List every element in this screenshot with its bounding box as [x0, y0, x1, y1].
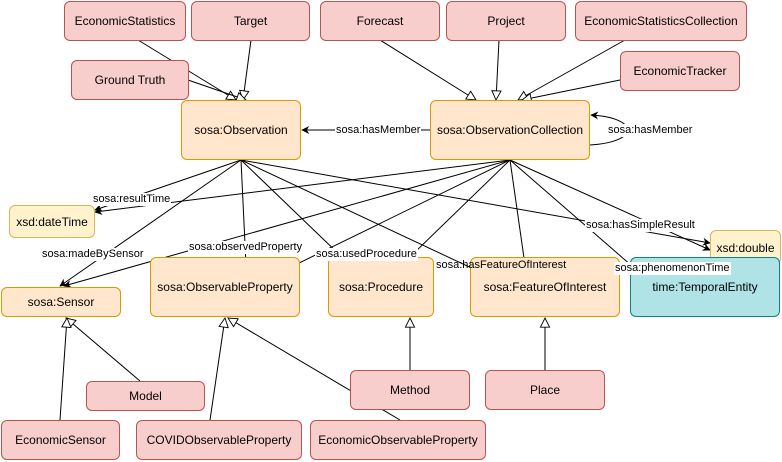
node-project[interactable]: Project [446, 1, 566, 41]
edge-tracker-collection [522, 79, 621, 100]
node-label: sosa:Procedure [338, 280, 424, 294]
label-has-feature-of-interest: sosa:hasFeatureOfInterest [436, 259, 567, 271]
label-has-member: sosa:hasMember [335, 124, 422, 137]
edge-obs-featureofinterest [240, 159, 511, 287]
node-label: EconomicStatisticsCollection [584, 14, 738, 28]
node-label: xsd:dateTime [16, 214, 88, 229]
label-has-member-self: sosa:hasMember [607, 124, 694, 137]
node-economic-observable-property[interactable]: EconomicObservableProperty [310, 420, 486, 460]
edge-obs-madebysensor [59, 159, 242, 287]
edge-project-collection [496, 39, 499, 100]
node-ground-truth[interactable]: Ground Truth [71, 60, 189, 100]
node-sosa-procedure[interactable]: sosa:Procedure [328, 257, 434, 317]
edge-target-observation [243, 39, 252, 100]
label-made-by-sensor: sosa:madeBySensor [41, 248, 145, 261]
node-target[interactable]: Target [191, 1, 310, 41]
node-forecast[interactable]: Forecast [320, 1, 440, 41]
node-label: Target [233, 14, 268, 28]
node-label: Ground Truth [94, 73, 166, 87]
node-economic-statistics-collection[interactable]: EconomicStatisticsCollection [575, 1, 747, 41]
node-label: Method [389, 383, 431, 397]
label-phenomenon-time: sosa:phenomenonTime [614, 262, 731, 275]
edge-covid-observableproperty [209, 318, 225, 421]
edge-economicsensor-sensor [59, 318, 67, 421]
node-label: Project [487, 14, 525, 28]
label-result-time: sosa:resultTime [92, 193, 172, 206]
node-label: time:TemporalEntity [652, 280, 758, 294]
edge-esc-collection [518, 39, 626, 100]
node-label: Model [129, 389, 162, 403]
node-sosa-observable-property[interactable]: sosa:ObservableProperty [150, 257, 300, 317]
node-sosa-feature-of-interest[interactable]: sosa:FeatureOfInterest [470, 257, 620, 317]
label-has-simple-result: sosa:hasSimpleResult [585, 219, 696, 232]
edge-model-sensor [66, 318, 141, 382]
label-observed-property: sosa:observedProperty [188, 241, 304, 254]
node-label: Forecast [356, 14, 404, 28]
node-method[interactable]: Method [350, 370, 470, 410]
node-economic-tracker[interactable]: EconomicTracker [620, 51, 740, 91]
node-xsd-datetime[interactable]: xsd:dateTime [9, 205, 95, 238]
node-sosa-observation[interactable]: sosa:Observation [181, 100, 301, 160]
label-used-procedure: sosa:usedProcedure [315, 248, 418, 261]
node-label: sosa:ObservableProperty [157, 280, 293, 294]
edge-groundtruth-observation [187, 79, 246, 100]
node-label: Place [529, 383, 561, 397]
node-label: xsd:double [716, 240, 775, 255]
node-economic-statistics[interactable]: EconomicStatistics [64, 1, 186, 41]
node-label: sosa:ObservationCollection [436, 123, 584, 137]
node-label: EconomicStatistics [74, 14, 176, 28]
node-economic-sensor[interactable]: EconomicSensor [1, 420, 120, 460]
node-label: sosa:FeatureOfInterest [483, 280, 607, 294]
edge-forecast-collection [379, 39, 476, 100]
node-label: sosa:Sensor [27, 295, 95, 309]
edge-coll-madebysensor [63, 159, 511, 288]
edge-coll-simpleresult [509, 159, 711, 251]
node-label: EconomicObservableProperty [318, 433, 478, 447]
node-label: COVIDObservableProperty [146, 433, 292, 447]
node-covid-observable-property[interactable]: COVIDObservableProperty [136, 420, 302, 460]
node-label: EconomicSensor [15, 433, 106, 447]
node-sosa-observation-collection[interactable]: sosa:ObservationCollection [430, 100, 590, 160]
node-sosa-sensor[interactable]: sosa:Sensor [1, 287, 121, 317]
node-label: sosa:Observation [194, 123, 288, 137]
node-model[interactable]: Model [86, 381, 205, 411]
node-place[interactable]: Place [485, 370, 605, 410]
node-label: EconomicTracker [633, 64, 727, 78]
